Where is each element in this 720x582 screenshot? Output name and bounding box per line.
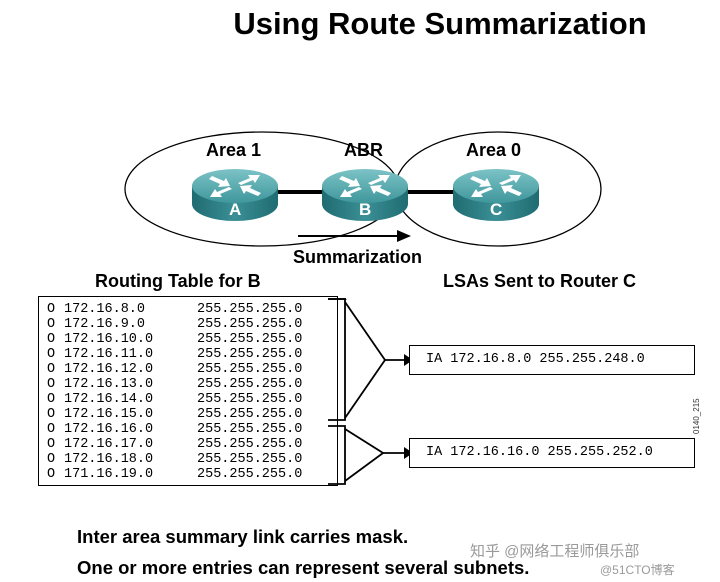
watermark-51cto: @51CTO博客 <box>600 563 675 577</box>
lsa-entry-2: IA 172.16.16.0 255.255.252.0 <box>409 438 695 468</box>
bracket-lower-chevron <box>344 428 385 482</box>
abr-label: ABR <box>344 140 383 160</box>
bracket-lower-head <box>404 447 413 459</box>
routing-table-heading: Routing Table for B <box>95 271 261 291</box>
note-1: Inter area summary link carries mask. <box>77 526 409 547</box>
router-a-label: A <box>229 200 242 219</box>
watermark-zhihu: 知乎 @网络工程师俱乐部 <box>470 543 640 560</box>
page-title: Using Route Summarization <box>233 6 647 41</box>
bracket-connectors <box>328 298 413 485</box>
bracket-upper-head <box>404 354 413 366</box>
lsa-heading: LSAs Sent to Router C <box>443 271 637 291</box>
bracket-lower-line <box>328 425 346 485</box>
bracket-upper-chevron <box>344 301 387 419</box>
area-1-label: Area 1 <box>206 140 262 160</box>
figure-id: 0140_215 <box>692 398 701 434</box>
note-2: One or more entries can represent severa… <box>77 557 530 578</box>
router-c-label: C <box>490 200 503 219</box>
area-0-label: Area 0 <box>466 140 522 160</box>
lsa-entry-1: IA 172.16.8.0 255.255.248.0 <box>409 345 695 375</box>
summarization-label: Summarization <box>293 247 423 267</box>
router-b-label: B <box>359 200 372 219</box>
bracket-upper-line <box>328 298 346 421</box>
summarization-arrowhead <box>397 230 411 242</box>
